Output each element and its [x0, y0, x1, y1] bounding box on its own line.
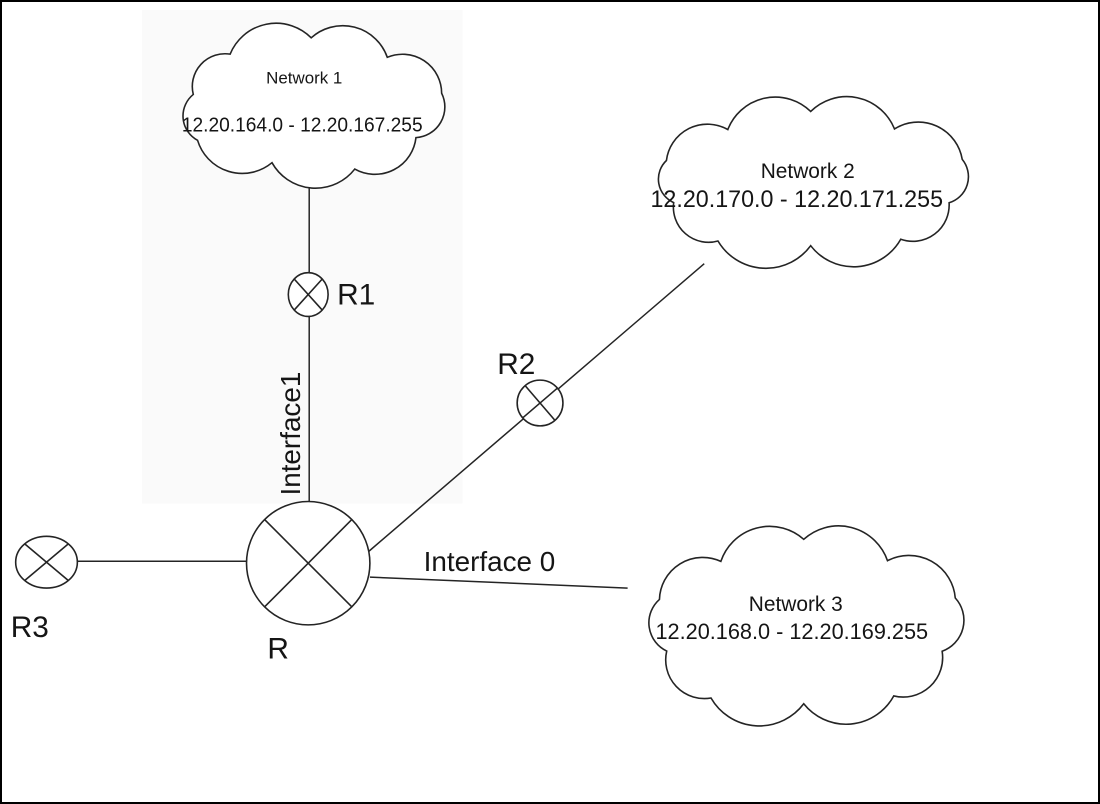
network-3-label: Network 3 [749, 593, 843, 616]
network-1-label: Network 1 [266, 69, 342, 88]
interface-1-label: Interface1 [275, 372, 306, 496]
router-r-label: R [267, 633, 289, 666]
network-3-range: 12.20.168.0 - 12.20.169.255 [655, 619, 928, 644]
network-2-range: 12.20.170.0 - 12.20.171.255 [650, 186, 943, 213]
router-r-symbol [245, 500, 371, 626]
link-r-network3 [369, 576, 628, 589]
router-r1-label: R1 [337, 278, 375, 311]
router-r1-x-icon [293, 278, 323, 311]
router-r2-x-icon [524, 385, 556, 421]
router-r2-symbol [516, 379, 564, 427]
router-r2-label: R2 [497, 348, 535, 381]
router-r1-symbol [287, 271, 329, 318]
network-3-cloud [648, 525, 965, 727]
router-r3-x-icon [24, 543, 69, 582]
interface-0-label: Interface 0 [424, 546, 556, 577]
network-1-range: 12.20.164.0 - 12.20.167.255 [182, 114, 423, 136]
network-2-label: Network 2 [761, 160, 855, 183]
router-r3-symbol [14, 535, 79, 589]
router-r-x-icon [264, 519, 353, 608]
router-r3-label: R3 [11, 611, 49, 644]
network-2-cloud [657, 95, 970, 270]
network-1-cloud [182, 22, 446, 190]
